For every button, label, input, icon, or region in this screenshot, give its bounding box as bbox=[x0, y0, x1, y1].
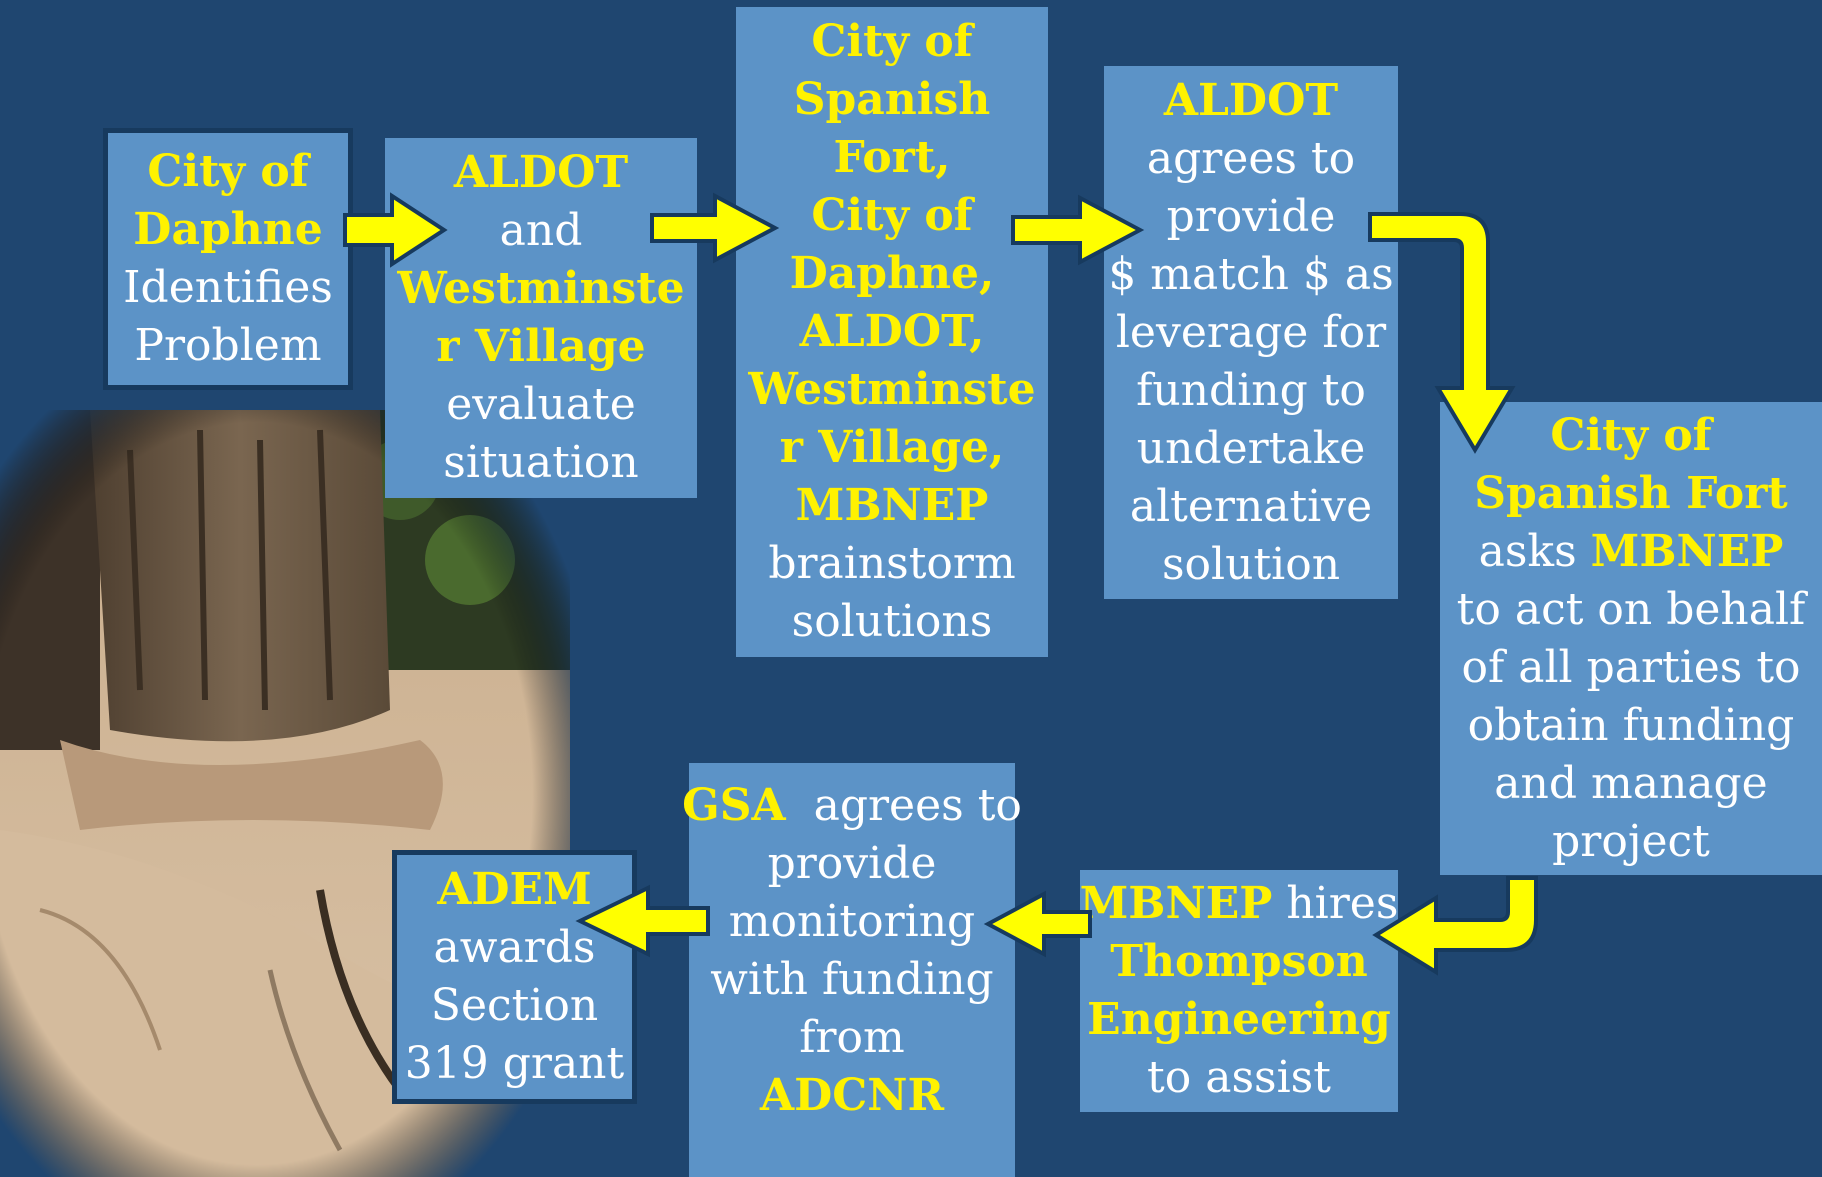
box5-line1: City of bbox=[1550, 409, 1712, 461]
box7-line1-text: agrees to bbox=[785, 780, 1022, 831]
box1-line2: Daphne bbox=[133, 204, 323, 255]
box3-line1: City of bbox=[811, 16, 973, 67]
box7-line4: with funding bbox=[710, 954, 994, 1005]
box3-line4: City of bbox=[811, 190, 973, 241]
box5-line3-org: MBNEP bbox=[1590, 525, 1784, 577]
box4-line5: leverage for bbox=[1115, 306, 1387, 358]
box4-line1: ALDOT bbox=[1163, 74, 1339, 126]
box3-line3: Fort, bbox=[833, 132, 951, 183]
arrow-5-to-6 bbox=[1372, 876, 1538, 976]
box8-line4: 319 grant bbox=[404, 1038, 625, 1089]
box6-line1-text: hires bbox=[1272, 878, 1399, 929]
box5-line3: asks MBNEP bbox=[1479, 523, 1784, 581]
step-box-spanish-fort-asks: City of Spanish Fort asks MBNEP to act o… bbox=[1440, 402, 1822, 875]
box3-line7: Westminste bbox=[748, 364, 1036, 415]
box6-line4: to assist bbox=[1147, 1052, 1331, 1103]
box4-line9: solution bbox=[1161, 538, 1341, 590]
step-box-adem-awards: ADEM awards Section 319 grant bbox=[392, 850, 637, 1104]
box7-line1-org: GSA bbox=[682, 780, 786, 831]
box1-line1: City of bbox=[147, 146, 309, 197]
box8-line3: Section bbox=[430, 980, 599, 1031]
box2-line1: ALDOT bbox=[453, 147, 629, 198]
box7-line3: monitoring bbox=[728, 896, 976, 947]
box2-line4: r Village bbox=[436, 321, 646, 372]
box3-line5: Daphne, bbox=[789, 248, 995, 299]
box4-line8: alternative bbox=[1129, 480, 1373, 532]
box3-line11: solutions bbox=[791, 596, 993, 647]
box5-line5: of all parties to bbox=[1461, 641, 1801, 693]
box1-line4: Problem bbox=[134, 320, 322, 371]
box3-line6: ALDOT, bbox=[799, 306, 985, 357]
box4-line7: undertake bbox=[1136, 422, 1366, 474]
box7-line2: provide bbox=[767, 838, 937, 889]
box2-line2: and bbox=[499, 205, 583, 256]
box3-line8: r Village, bbox=[779, 422, 1005, 473]
box8-line1: ADEM bbox=[437, 864, 592, 915]
box7-line5: from bbox=[799, 1012, 905, 1063]
box5-line7: and manage bbox=[1494, 757, 1768, 809]
box3-line9: MBNEP bbox=[795, 480, 989, 531]
step-box-aldot-match: ALDOT agrees to provide $ match $ as lev… bbox=[1104, 66, 1398, 599]
box5-line3-text: asks bbox=[1478, 525, 1591, 577]
box5-line2: Spanish Fort bbox=[1474, 467, 1788, 519]
box4-line6: funding to bbox=[1136, 364, 1366, 416]
box5-line8: project bbox=[1552, 815, 1710, 867]
step-box-gsa-monitoring: GSA agrees to provide monitoring with fu… bbox=[682, 763, 1022, 1177]
step-box-mbnep-hires: MBNEP hires Thompson Engineering to assi… bbox=[1080, 870, 1398, 1112]
box7-line6: ADCNR bbox=[759, 1070, 945, 1121]
box7-line1: GSA agrees to bbox=[682, 777, 1022, 835]
box5-line4: to act on behalf bbox=[1456, 583, 1806, 635]
step-box-city-of-daphne: City of Daphne Identifies Problem bbox=[103, 128, 353, 390]
box3-line10: brainstorm bbox=[768, 538, 1016, 589]
box4-line4: $ match $ as bbox=[1108, 248, 1394, 300]
box1-line3: Identifies bbox=[123, 262, 333, 313]
box4-line2: agrees to bbox=[1146, 132, 1356, 184]
box6-line2: Thompson bbox=[1110, 936, 1368, 987]
box6-line3: Engineering bbox=[1087, 994, 1391, 1045]
box8-line2: awards bbox=[433, 922, 596, 973]
box5-line6: obtain funding bbox=[1467, 699, 1795, 751]
step-box-aldot-westminster: ALDOT and Westminste r Village evaluate … bbox=[385, 138, 697, 498]
box2-line5: evaluate bbox=[446, 379, 636, 430]
step-box-brainstorm: City of Spanish Fort, City of Daphne, AL… bbox=[736, 7, 1048, 657]
box4-line3: provide bbox=[1166, 190, 1336, 242]
box6-line1-org: MBNEP bbox=[1079, 878, 1273, 929]
box2-line6: situation bbox=[443, 437, 639, 488]
box6-line1: MBNEP hires bbox=[1080, 875, 1399, 933]
box3-line2: Spanish bbox=[793, 74, 991, 125]
box2-line3: Westminste bbox=[397, 263, 685, 314]
